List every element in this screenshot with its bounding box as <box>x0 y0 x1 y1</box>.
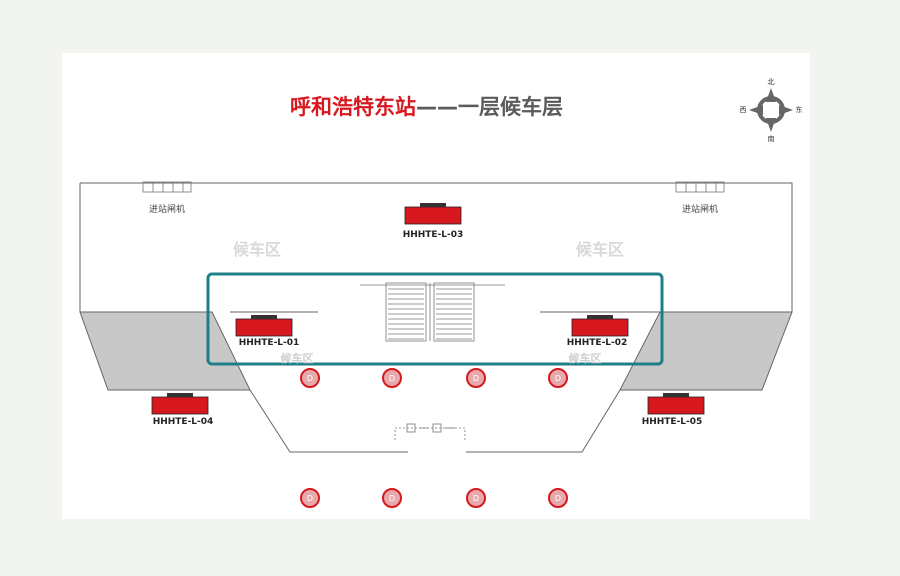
pin-group: D D D D D D D D <box>300 368 568 508</box>
compass-north: 北 <box>767 78 775 86</box>
title-floor: 一层候车层 <box>458 95 563 119</box>
pin-glyph: D <box>555 494 561 503</box>
pin-glyph: D <box>307 374 313 383</box>
ad-label-l05: HHHTE-L-05 <box>641 417 703 427</box>
ad-label-l01: HHHTE-L-01 <box>238 338 300 348</box>
gate-label-right: 进站闸机 <box>681 205 719 215</box>
stairs <box>360 282 505 342</box>
ad-board-l02 <box>571 315 629 337</box>
zone-label-faint-left: 候车区 <box>280 352 314 365</box>
location-pin: D <box>548 488 568 508</box>
ad-label-l03: HHHTE-L-03 <box>402 230 464 240</box>
compass-icon <box>749 88 793 132</box>
location-pin: D <box>548 368 568 388</box>
map-card <box>62 53 810 519</box>
location-pin: D <box>382 368 402 388</box>
pin-glyph: D <box>389 374 395 383</box>
pin-glyph: D <box>307 494 313 503</box>
location-pin: D <box>466 368 486 388</box>
right-side-area <box>619 311 793 391</box>
compass-east: 东 <box>795 106 803 114</box>
compass-west: 西 <box>739 106 747 114</box>
zone-label-faint-right: 候车区 <box>568 352 602 365</box>
gate-label-left: 进站闸机 <box>148 205 186 215</box>
pin-glyph: D <box>473 494 479 503</box>
zone-label-left: 候车区 <box>232 240 282 259</box>
gate-icon-left <box>142 181 192 193</box>
compass-south: 南 <box>767 135 775 143</box>
pin-glyph: D <box>473 374 479 383</box>
ad-board-l03 <box>404 203 462 225</box>
title-station: 呼和浩特东站 <box>290 95 416 119</box>
map-title: 呼和浩特东站——一层候车层 <box>290 93 563 121</box>
concourse-outline <box>249 389 621 453</box>
highlight-box <box>206 272 664 366</box>
security-gates <box>394 423 466 440</box>
title-dash: —— <box>416 95 458 119</box>
gate-icon-right <box>675 181 725 193</box>
ad-board-l04 <box>151 393 209 415</box>
ad-label-l04: HHHTE-L-04 <box>152 417 214 427</box>
pin-glyph: D <box>555 374 561 383</box>
ad-label-l02: HHHTE-L-02 <box>566 338 628 348</box>
ad-board-l01 <box>235 315 293 337</box>
location-pin: D <box>382 488 402 508</box>
left-side-area <box>79 311 251 391</box>
zone-label-right: 候车区 <box>575 240 625 259</box>
location-pin: D <box>466 488 486 508</box>
location-pin: D <box>300 488 320 508</box>
location-pin: D <box>300 368 320 388</box>
ad-board-l05 <box>647 393 705 415</box>
pin-glyph: D <box>389 494 395 503</box>
